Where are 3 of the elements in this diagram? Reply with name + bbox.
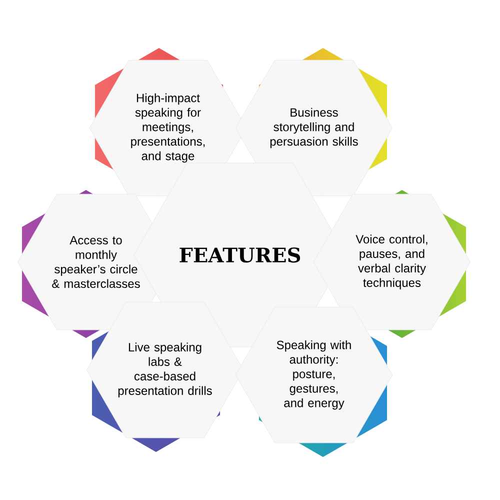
hexagon: Live speaking labs & case-based presentation drills [86,302,244,438]
hexagon: Speaking with authority: posture, gestures, and energy [235,306,393,444]
hexagon: Voice control, pauses, and verbal clarity techniques [313,194,471,330]
